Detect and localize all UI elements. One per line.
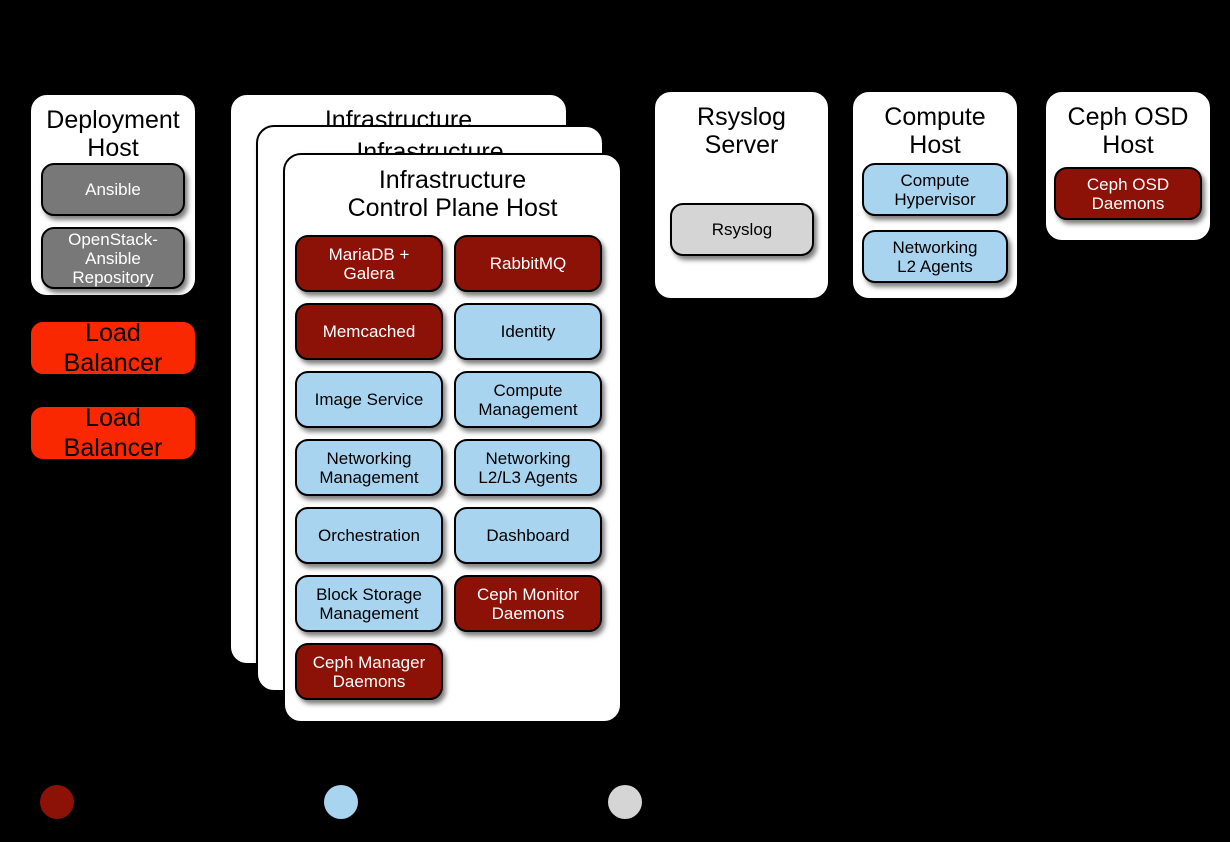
legend-service-blue-dot: [324, 785, 358, 819]
service-orchestration[interactable]: Orchestration: [295, 507, 443, 564]
service-networking-management[interactable]: Networking Management: [295, 439, 443, 496]
service-openstack-ansible-repository[interactable]: OpenStack- Ansible Repository: [41, 227, 185, 289]
load-balancer-2[interactable]: Load Balancer: [29, 404, 197, 462]
legend-rsyslog-gray-dot: [608, 785, 642, 819]
load-balancer-1[interactable]: Load Balancer: [29, 319, 197, 377]
rsyslog-server-title: Rsyslog Server: [697, 103, 786, 159]
service-networking-l2-agents[interactable]: Networking L2 Agents: [862, 230, 1008, 283]
service-ansible[interactable]: Ansible: [41, 163, 185, 216]
service-dashboard[interactable]: Dashboard: [454, 507, 602, 564]
service-compute-management[interactable]: Compute Management: [454, 371, 602, 428]
rsyslog-server-card: Rsyslog Server: [653, 90, 830, 300]
service-ceph-monitor-daemons[interactable]: Ceph Monitor Daemons: [454, 575, 602, 632]
legend-ceph-red-dot: [40, 785, 74, 819]
service-rsyslog[interactable]: Rsyslog: [670, 203, 814, 256]
ceph-osd-host-title: Ceph OSD Host: [1067, 103, 1189, 159]
infrastructure-control-plane-host-title: Infrastructure Control Plane Host: [347, 166, 558, 222]
service-mariadb-galera[interactable]: MariaDB + Galera: [295, 235, 443, 292]
service-compute-hypervisor[interactable]: Compute Hypervisor: [862, 163, 1008, 216]
service-block-storage-management[interactable]: Block Storage Management: [295, 575, 443, 632]
deployment-host-title: Deployment Host: [46, 106, 180, 162]
service-networking-l2-l3-agents[interactable]: Networking L2/L3 Agents: [454, 439, 602, 496]
service-identity[interactable]: Identity: [454, 303, 602, 360]
service-ceph-manager-daemons[interactable]: Ceph Manager Daemons: [295, 643, 443, 700]
service-memcached[interactable]: Memcached: [295, 303, 443, 360]
compute-host-title: Compute Host: [884, 103, 986, 159]
service-rabbitmq[interactable]: RabbitMQ: [454, 235, 602, 292]
service-image-service[interactable]: Image Service: [295, 371, 443, 428]
service-ceph-osd-daemons[interactable]: Ceph OSD Daemons: [1054, 167, 1202, 220]
